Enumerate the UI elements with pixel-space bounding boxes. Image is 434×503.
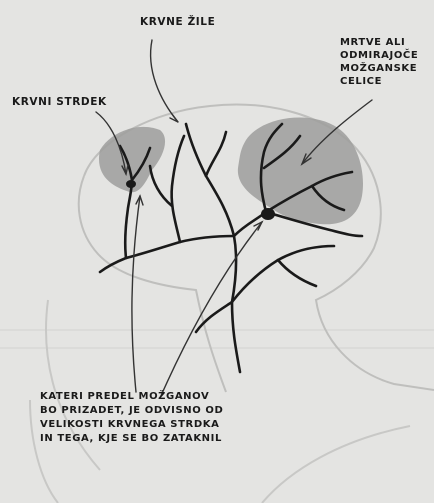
blood-clot-marker-main [261,208,275,220]
damaged-area-large [238,118,363,225]
shoulder-outline [262,426,410,503]
label-dead-brain-cells: MRTVE ALI ODMIRAJOČE MOŽGANSKE CELICE [340,36,418,88]
label-blood-vessels: KRVNE ŽILE [140,16,215,28]
caption-text: KATERI PREDEL MOŽGANOV BO PRIZADET, JE O… [40,390,223,446]
background-texture [0,330,434,348]
label-blood-clot: KRVNI STRDEK [12,96,107,108]
head-outline-lower [79,176,226,392]
blood-clot-marker [126,180,136,188]
